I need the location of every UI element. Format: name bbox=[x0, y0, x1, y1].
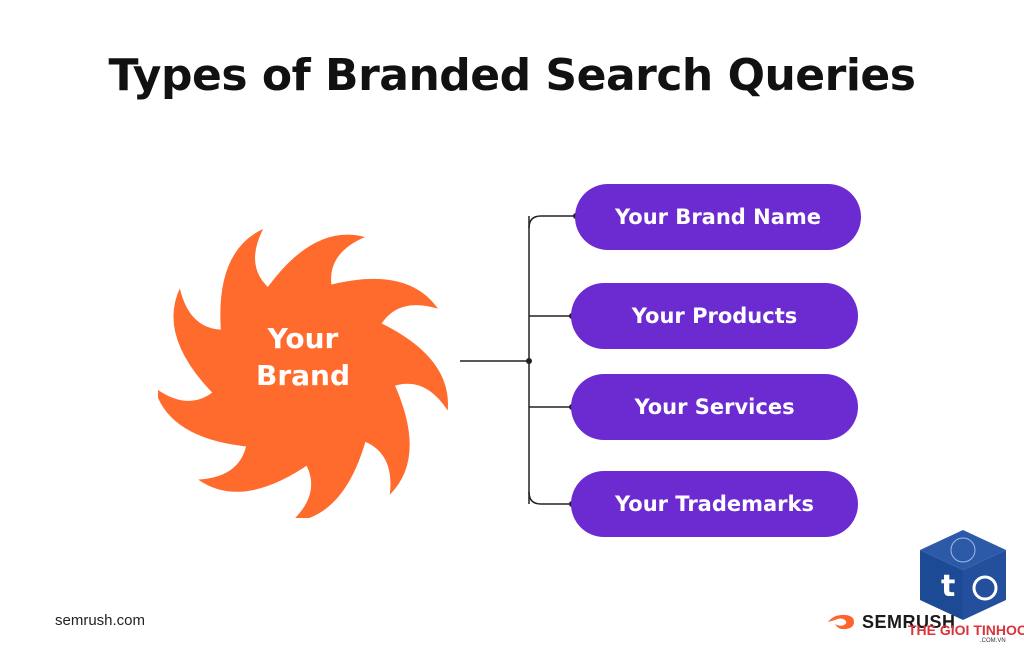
center-node-line2: Brand bbox=[255, 359, 351, 392]
spine-top-curve bbox=[528, 215, 576, 229]
watermark-subtext: .COM.VN bbox=[980, 638, 1006, 644]
watermark-logo: t THE GIOI TINHOC .COM.VN bbox=[908, 528, 1024, 646]
swirl-core bbox=[211, 281, 395, 465]
semrush-flame-icon bbox=[828, 614, 854, 630]
svg-text:t: t bbox=[941, 569, 955, 604]
branch-pill-brand-name: Your Brand Name bbox=[575, 184, 861, 250]
branch-pill-products: Your Products bbox=[571, 283, 858, 349]
swirl-blade bbox=[265, 234, 365, 293]
swirl-blade bbox=[291, 437, 367, 518]
branch-pill-services: Your Services bbox=[571, 374, 858, 440]
swirl-blade bbox=[377, 321, 448, 411]
watermark-text: THE GIOI TINHOC bbox=[908, 622, 1024, 638]
spine-bottom-curve bbox=[528, 491, 572, 505]
branch-pill-trademarks: Your Trademarks bbox=[571, 471, 858, 537]
swirl-blade bbox=[158, 387, 251, 447]
cube-logo-icon: t bbox=[920, 530, 1006, 620]
center-node-label: Your Brand bbox=[233, 320, 373, 394]
semrush-wordmark: SEMRUSH bbox=[862, 611, 956, 632]
brand-swirl-icon bbox=[158, 228, 448, 518]
swirl-blade bbox=[357, 381, 410, 495]
footer-url: semrush.com bbox=[55, 612, 146, 629]
center-node-line1: Your bbox=[267, 322, 339, 355]
swirl-blade bbox=[220, 228, 275, 335]
junction-dot bbox=[526, 358, 532, 364]
swirl-blade bbox=[326, 278, 438, 332]
page-title: Types of Branded Search Queries bbox=[108, 50, 916, 101]
swirl-blade bbox=[198, 437, 311, 492]
semrush-logo: SEMRUSH bbox=[826, 608, 956, 636]
swirl-blade bbox=[173, 288, 230, 397]
